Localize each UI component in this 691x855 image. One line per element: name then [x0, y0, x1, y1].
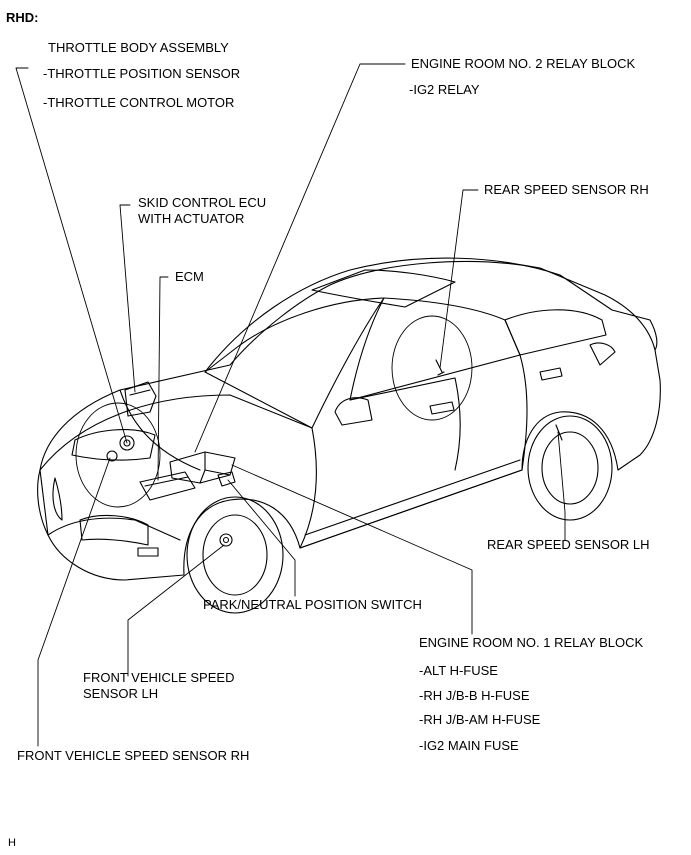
label-ig2-main-fuse: -IG2 MAIN FUSE — [419, 738, 519, 753]
label-alt-h-fuse: -ALT H-FUSE — [419, 663, 498, 678]
throttle-body-component — [119, 435, 135, 451]
label-front-vehicle-speed-sensor-rh: FRONT VEHICLE SPEED SENSOR RH — [17, 748, 250, 763]
label-throttle-control-motor: -THROTTLE CONTROL MOTOR — [43, 95, 235, 110]
label-skid-control-ecu-line1: SKID CONTROL ECU — [138, 195, 267, 210]
front-sensor-rh-component — [106, 450, 118, 462]
label-skid-control-ecu-line2: WITH ACTUATOR — [138, 211, 245, 226]
front-right-wheel-ghost — [75, 402, 161, 508]
label-front-vehicle-speed-sensor-lh-line2: SENSOR LH — [83, 686, 159, 701]
skid-control-ecu-component — [124, 381, 157, 417]
label-throttle-body: THROTTLE BODY ASSEMBLY — [48, 40, 229, 55]
relay-block-component — [169, 451, 236, 484]
label-throttle-position-sensor: -THROTTLE POSITION SENSOR — [43, 66, 241, 81]
park-neutral-switch-component — [217, 471, 236, 487]
label-engine-room-no1-relay-block: ENGINE ROOM NO. 1 RELAY BLOCK — [419, 635, 644, 650]
page-title: RHD: — [6, 10, 39, 25]
rear-left-wheel — [527, 415, 613, 521]
front-sensor-lh-component — [219, 533, 233, 547]
label-ig2-relay: -IG2 RELAY — [409, 82, 480, 97]
rear-right-wheel-ghost — [391, 315, 473, 421]
figure-code: H — [8, 837, 16, 849]
label-front-vehicle-speed-sensor-lh-line1: FRONT VEHICLE SPEED — [83, 670, 235, 685]
car-body — [37, 257, 661, 581]
label-rh-jb-am-h-fuse: -RH J/B-AM H-FUSE — [419, 712, 541, 727]
label-ecm: ECM — [175, 269, 204, 284]
label-park-neutral-position-switch: PARK/NEUTRAL POSITION SWITCH — [203, 597, 422, 612]
leader-lines — [15, 63, 566, 747]
label-rh-jb-b-h-fuse: -RH J/B-B H-FUSE — [419, 688, 530, 703]
label-rear-speed-sensor-rh: REAR SPEED SENSOR RH — [484, 182, 649, 197]
ecm-component — [139, 471, 196, 501]
front-left-wheel — [186, 496, 284, 614]
label-rear-speed-sensor-lh: REAR SPEED SENSOR LH — [487, 537, 650, 552]
label-engine-room-no2-relay-block: ENGINE ROOM NO. 2 RELAY BLOCK — [411, 56, 636, 71]
rear-sensor-rh-component — [435, 359, 445, 376]
rear-sensor-lh-component — [555, 424, 563, 441]
